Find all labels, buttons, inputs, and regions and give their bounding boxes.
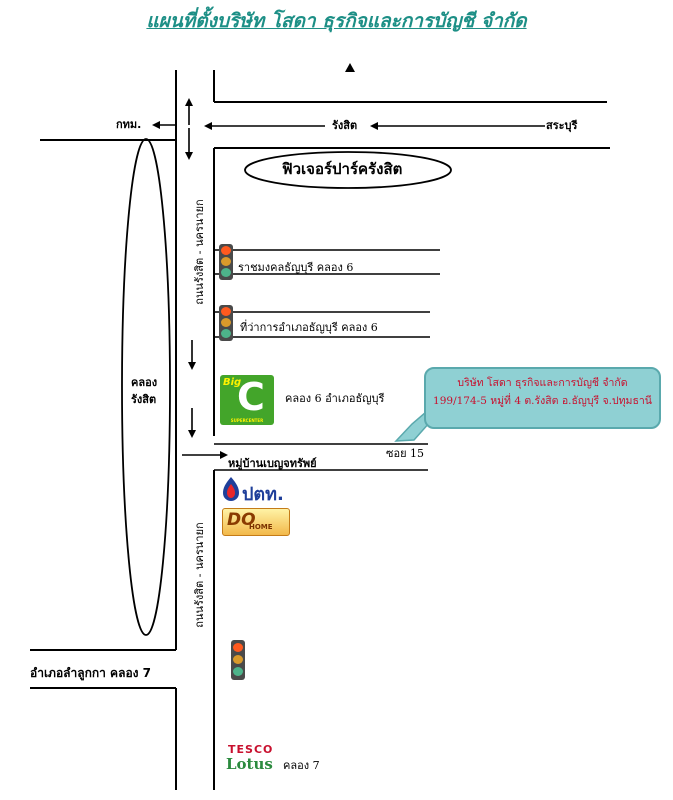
label-future-park: ฟิวเจอร์ปาร์ครังสิต [282, 160, 403, 178]
company-name: บริษัท โสดา ธุรกิจและการบัญชี จำกัด [457, 377, 628, 389]
label-canal-line1: คลอง [131, 376, 158, 389]
label-village: หมู่บ้านเบญจทรัพย์ [228, 457, 317, 470]
tesco-lotus-logo: TESCO Lotus [226, 743, 274, 773]
road-label-upper: ถนนรังสิต - นครนายก [193, 199, 206, 305]
label-rajamangala: ราชมงคลธัญบุรี คลอง 6 [238, 261, 354, 274]
road-label-lower: ถนนรังสิต - นครนายก [193, 522, 206, 628]
label-tesco: คลอง 7 [283, 759, 320, 772]
label-rangsit: รังสิต [332, 119, 358, 132]
traffic-light-icon [231, 640, 245, 680]
label-lamlukka: อำเภอลำลูกกา คลอง 7 [30, 666, 152, 680]
label-district-office: ที่ว่าการอำเภอธัญบุรี คลอง 6 [240, 321, 378, 334]
canal-ellipse [121, 138, 171, 636]
label-canal-line2: รังสิต [131, 393, 157, 406]
traffic-light-icon [219, 305, 233, 341]
label-soi: ซอย 15 [386, 447, 425, 460]
label-bangkok: กทม. [116, 118, 142, 131]
map-title: แผนที่ตั้งบริษัท โสดา ธุรกิจและการบัญชี … [146, 10, 527, 32]
company-address: 199/174-5 หมู่ที่ 4 ต.รังสิต อ.ธัญบุรี จ… [433, 395, 652, 407]
label-bigc: คลอง 6 อำเภอธัญบุรี [285, 392, 385, 405]
label-saraburi: สระบุรี [546, 119, 578, 132]
ptt-logo: ปตท. [222, 475, 292, 505]
north-arrow-icon [345, 63, 355, 72]
bigc-logo: Big C SUPERCENTER [220, 375, 274, 425]
company-callout: บริษัท โสดา ธุรกิจและการบัญชี จำกัด 199/… [424, 367, 661, 429]
future-park-ellipse [244, 151, 452, 189]
dohome-logo: DO HOME [222, 508, 290, 536]
ptt-flame-icon [223, 477, 239, 501]
traffic-light-icon [219, 244, 233, 280]
